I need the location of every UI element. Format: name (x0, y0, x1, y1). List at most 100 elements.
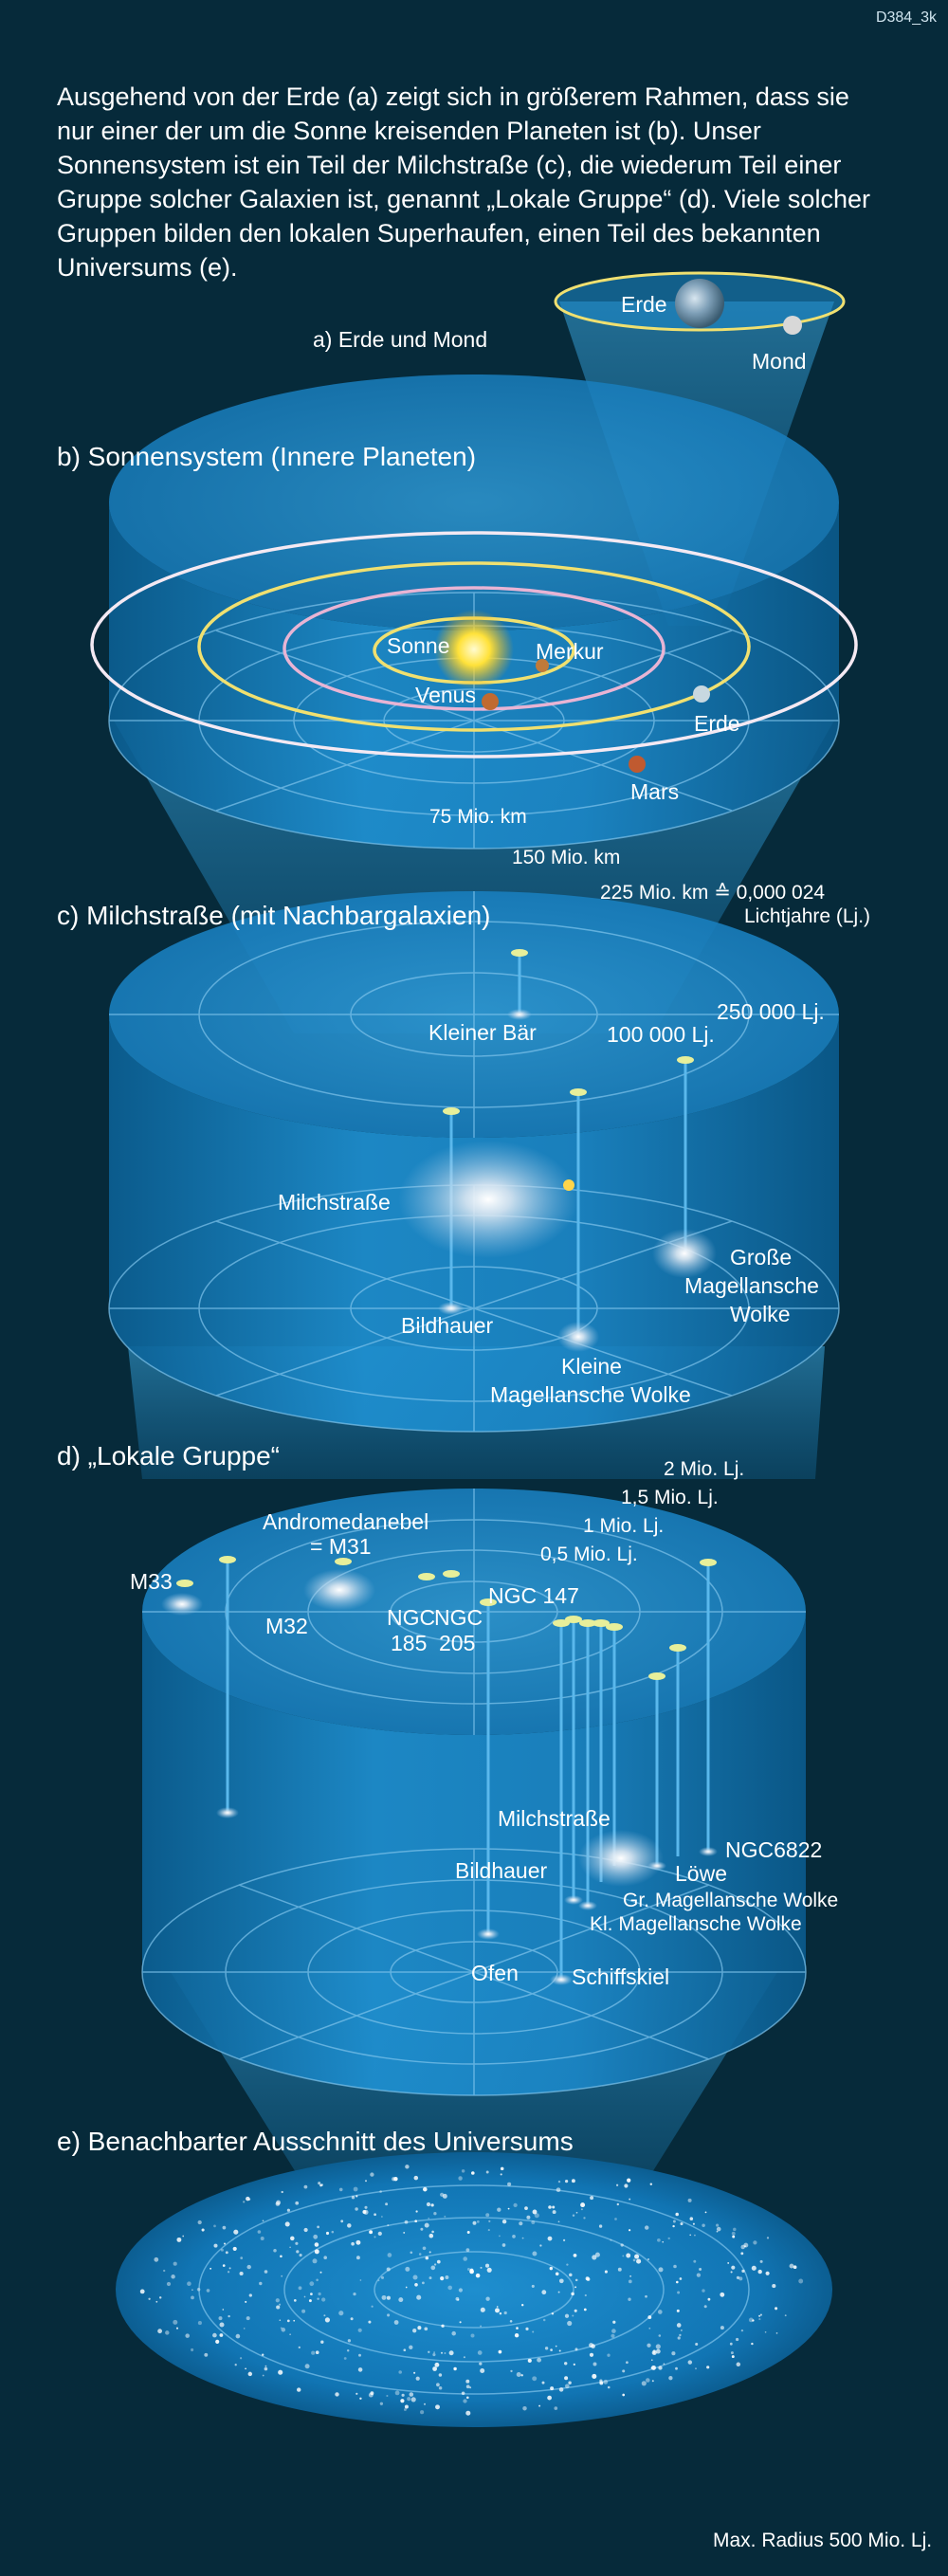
galaxy-dot (353, 2186, 358, 2192)
galaxy-dot (245, 2300, 247, 2303)
galaxy-dot (522, 2405, 527, 2411)
galaxy-dot (314, 2249, 319, 2255)
galaxy-dot (477, 2350, 483, 2355)
galaxy-dot (703, 2305, 707, 2309)
galaxy-dot (347, 2223, 352, 2228)
galaxy-dot (304, 2364, 310, 2369)
orbit-mars (90, 531, 858, 758)
label-bildhauer-c: Bildhauer (401, 1313, 494, 1338)
galaxy-dot (453, 2366, 457, 2371)
galaxy-dot (620, 2243, 624, 2247)
galaxy-dot (622, 2255, 625, 2257)
galaxy-dot (320, 2340, 324, 2344)
galaxy-dot (279, 2319, 282, 2322)
galaxy-dot (318, 2292, 321, 2296)
galaxy-dot (628, 2180, 629, 2182)
galaxy-dot (424, 2402, 426, 2405)
galaxy-dot (175, 2327, 179, 2329)
galaxy-dot (514, 2333, 520, 2338)
galaxy-dot (398, 2297, 404, 2303)
galaxy-dot (677, 2291, 681, 2294)
galaxy-dot (469, 2386, 472, 2389)
galaxy-dot (589, 2352, 594, 2357)
galaxy-dot (572, 2314, 574, 2317)
radius-0-5mio: 0,5 Mio. Lj. (540, 1544, 638, 1565)
galaxy-dot (303, 2295, 306, 2298)
galaxy-dot (387, 2224, 390, 2227)
label-m33: M33 (130, 1569, 173, 1594)
galaxy-dot (331, 2230, 335, 2234)
galaxy-dot (647, 2315, 652, 2320)
galaxy-dot (410, 2397, 416, 2402)
galaxy-dot (325, 2231, 330, 2236)
galaxy-dot (246, 2264, 251, 2270)
galaxy-dot (501, 2243, 506, 2247)
galaxy-dot (386, 2295, 391, 2300)
section-b-title: b) Sonnensystem (Innere Planeten) (57, 442, 477, 471)
galaxy-dot (323, 2256, 327, 2259)
galaxy-dot (239, 2357, 243, 2360)
galaxy-dot (564, 2179, 569, 2183)
galaxy-dot (485, 2170, 489, 2174)
galaxy-dot (318, 2182, 321, 2185)
galaxy-dot (418, 2253, 422, 2256)
galaxy-dot (551, 2312, 555, 2315)
galaxy-dot (441, 2324, 446, 2329)
galaxy-dot (541, 2290, 547, 2295)
galaxy-dot (407, 2397, 411, 2402)
galaxy-dot (617, 2267, 622, 2272)
galaxy-dot (748, 2317, 754, 2323)
galaxy-dot (716, 2230, 719, 2233)
planet-mercury (536, 659, 549, 672)
galaxy-dot (557, 2180, 561, 2183)
galaxy-dot (547, 2395, 552, 2401)
galaxy-dot (246, 2316, 250, 2321)
galaxy-dot (564, 2384, 570, 2389)
galaxy-dot (687, 2360, 693, 2365)
galaxy-dot (201, 2228, 205, 2232)
galaxy-dot (651, 2380, 654, 2383)
galaxy-dot (525, 2327, 529, 2330)
galaxy-dot (497, 2207, 501, 2212)
galaxy-dot (461, 2391, 465, 2396)
galaxy-dot (428, 2276, 432, 2280)
galaxy-dot (524, 2206, 528, 2210)
galaxy-dot (544, 2347, 549, 2350)
galaxy-dot (652, 2349, 656, 2353)
galaxy-dot (319, 2271, 322, 2274)
galaxy-dot (580, 2202, 586, 2208)
intro-paragraph: Ausgehend von der Erde (a) zeigt sich in… (57, 82, 870, 282)
label-ngc185-b: 185 (391, 1631, 428, 1655)
galaxy-dot (374, 2236, 376, 2238)
galaxy-dot (629, 2229, 631, 2232)
galaxy-dot (651, 2365, 656, 2370)
galaxy-dot (357, 2328, 362, 2332)
galaxy-dot (751, 2265, 757, 2271)
galaxy-dot (532, 2251, 538, 2256)
galaxy-dot (496, 2306, 499, 2308)
galaxy-dot (409, 2345, 413, 2349)
galaxy-kleiner-baer (507, 1009, 532, 1020)
galaxy-dot (293, 2299, 297, 2302)
galaxy-dot (612, 2320, 616, 2324)
galaxy-dot (320, 2183, 323, 2186)
label-grosse-wolke: Wolke (730, 1302, 791, 1326)
galaxy-dot (480, 2368, 485, 2373)
galaxy-dot (557, 2291, 560, 2293)
galaxy-dot (182, 2235, 185, 2238)
galaxy-dot (731, 2355, 735, 2359)
galaxy-dot (225, 2251, 228, 2255)
galaxy-dot (340, 2220, 344, 2223)
galaxy-dot (394, 2390, 400, 2396)
galaxy-dot (532, 2209, 538, 2215)
galaxy-dot (234, 2364, 237, 2366)
galaxy-dot (262, 2374, 264, 2377)
galaxy-dot (512, 2235, 516, 2238)
galaxy-dot (558, 2387, 564, 2392)
galaxy-dot (764, 2330, 767, 2333)
galaxy-dot (228, 2314, 230, 2318)
galaxy-dot (165, 2330, 170, 2335)
galaxy-dot (459, 2321, 462, 2324)
galaxy-dot (247, 2198, 251, 2201)
galaxy-dot (694, 2234, 696, 2237)
